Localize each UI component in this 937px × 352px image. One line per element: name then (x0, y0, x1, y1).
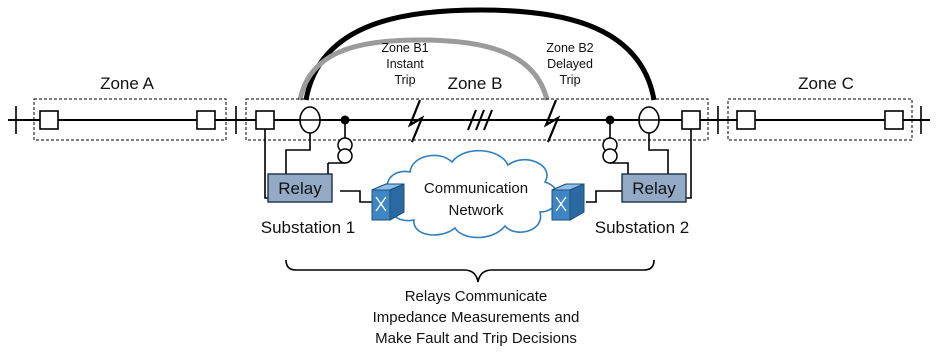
zone-b-box (245, 98, 709, 141)
breaker-icon (255, 110, 275, 130)
breaker-icon (884, 110, 904, 130)
relay-right-label: Relay (632, 179, 676, 198)
zone-b1-label-1: Zone B1 (381, 41, 428, 55)
fault-icon (543, 99, 561, 143)
router-icon (371, 183, 405, 221)
zone-b-label: Zone B (448, 74, 503, 93)
caption-line-2: Impedance Measurements and (373, 309, 580, 326)
zone-c-label: Zone C (798, 74, 854, 93)
substation-2-label: Substation 2 (595, 218, 690, 237)
network-label-1: Communication (424, 180, 528, 197)
breaker-icon (196, 110, 216, 130)
zone-a-label: Zone A (100, 74, 155, 93)
zone-b2-label-3: Trip (559, 73, 580, 87)
zone-b1-instant-arc (297, 37, 550, 101)
zone-b1-label-2: Instant (386, 57, 424, 71)
substation-bracket (285, 259, 655, 283)
caption-line-1: Relays Communicate (405, 288, 548, 305)
fault-icon (407, 99, 425, 143)
caption-line-3: Make Fault and Trip Decisions (375, 330, 577, 347)
zone-b2-delayed-arc (303, 7, 657, 101)
line-break-marks (467, 109, 493, 131)
substation-1-label: Substation 1 (261, 218, 356, 237)
zone-a-box (33, 98, 227, 141)
zone-b2-label-1: Zone B2 (546, 41, 593, 55)
voltage-transformer-icon (602, 137, 618, 164)
breaker-icon (736, 110, 756, 130)
relay-right-box (621, 173, 687, 203)
breaker-icon (681, 110, 701, 130)
zone-b2-label-2: Delayed (547, 57, 593, 71)
network-label-2: Network (448, 202, 504, 219)
breaker-icon (39, 110, 59, 130)
relay-left-box (267, 173, 333, 203)
zone-b1-label-3: Trip (394, 73, 415, 87)
zone-c-box (727, 98, 913, 141)
voltage-transformer-icon (337, 137, 353, 164)
relay-left-label: Relay (278, 179, 322, 198)
router-icon (551, 183, 585, 221)
